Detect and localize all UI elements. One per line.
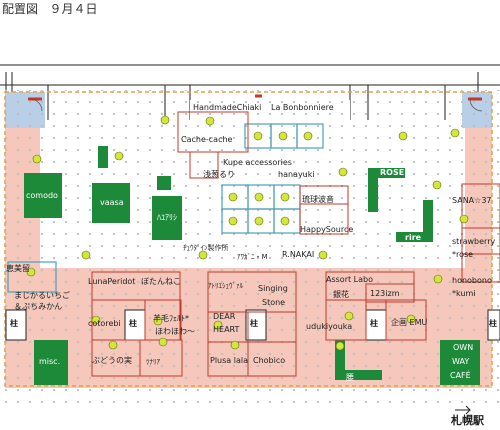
vendor-booths	[91, 111, 500, 377]
vendor-label: Kupe accessories	[223, 158, 292, 167]
vendor-label: DEAR	[213, 312, 236, 321]
station-label: 札幌駅	[451, 414, 484, 427]
vendor-label: Chobico	[253, 356, 286, 365]
vendor-label: Plusa lala	[210, 356, 248, 365]
vendor-label: ほわほわ〜	[155, 327, 195, 336]
booth-hyutte	[152, 196, 182, 240]
pillar-label: 柱	[489, 319, 497, 328]
pillar-label: 柱	[129, 319, 137, 328]
vendor-label: Cache-cache	[181, 135, 233, 144]
vendor-label: HandmadeChiaki	[193, 103, 262, 112]
vendor-label: 銀花	[333, 290, 349, 299]
vendor-label: ﾁｭｳﾀﾞｲﾝ製作所	[183, 244, 229, 252]
vendor-label: HEART	[213, 325, 240, 334]
booth-label-vaasa: vaasa	[100, 198, 124, 207]
vendor-label: R.NAKAI	[282, 250, 315, 259]
page-title: 配置図 ９月４日	[2, 2, 98, 16]
vendor-label: 浅葱るり	[203, 170, 235, 179]
arrow-to-station	[455, 405, 471, 415]
pillar-label: 柱	[250, 319, 258, 328]
booth-vaasa	[92, 183, 130, 223]
green-mark	[157, 176, 171, 190]
vendor-label: ぶどうの実	[92, 356, 132, 365]
booth-label-ownwaycafe: CAFÉ	[450, 371, 471, 380]
venue-border	[4, 91, 493, 387]
green-booths	[24, 146, 480, 385]
vendor-label: 企画 EMU	[391, 318, 428, 327]
pillar-label: 柱	[10, 319, 18, 328]
booth-rire	[396, 200, 433, 242]
vendor-label: HappySource	[300, 225, 354, 234]
booth-label-hyutte: ﾊﾕｱﾘｼ	[157, 213, 177, 222]
vendor-label: ｱﾜｶﾞﾆ・M	[237, 253, 268, 261]
booth-label-rire: rire	[405, 233, 422, 242]
vendor-label: ぼたんねこ	[141, 277, 181, 286]
pillar	[487, 309, 500, 341]
booth-rose	[368, 168, 405, 212]
vendor-label: hanayuki	[278, 170, 315, 179]
booth-koshikake	[335, 340, 382, 380]
yellow-dots	[26, 115, 469, 351]
booth-ownwaycafe	[440, 340, 480, 385]
dot-grid	[0, 90, 500, 410]
pillars	[5, 309, 500, 341]
vendor-label: Singing	[258, 284, 288, 293]
vendor-label: まじかるいちご	[14, 291, 70, 300]
pillar-label: 柱	[370, 319, 378, 328]
booth-label-ownwaycafe: OWN	[453, 343, 474, 352]
vendor-label: udukiyouka	[306, 322, 353, 331]
vendor-label: ｱﾄﾘｴｼｪｳﾞｧﾙ	[208, 282, 243, 290]
vendor-label: La Bonbonniere	[271, 103, 334, 112]
vendor-label: SANA☆37	[452, 196, 492, 205]
door-arc-right	[469, 98, 483, 112]
vendor-label: 腰	[346, 373, 354, 382]
vendor-label: 羊毛ﾌｪﾙﾄ*	[153, 314, 189, 323]
vendor-label: 123izm	[370, 289, 400, 298]
booth-label-misc: misc.	[39, 357, 61, 366]
vendor-label: 恵美留	[6, 264, 30, 273]
vendor-label: 琉球波音	[302, 195, 334, 204]
green-mark	[98, 146, 108, 168]
vendor-label: honobono	[452, 276, 492, 285]
booth-misc	[34, 340, 68, 385]
vendor-label: Assort Labo	[326, 275, 374, 284]
vendor-label: ＆ぷちみかん	[14, 302, 63, 311]
vendor-label: cotorebi	[88, 319, 121, 328]
booth-comodo	[24, 173, 62, 218]
vendor-label: *rose	[452, 250, 474, 259]
teal-booths	[7, 123, 324, 293]
vendor-label: ﾂﾅﾘｱ	[146, 358, 160, 366]
pillar	[245, 309, 267, 341]
pillar	[5, 309, 27, 341]
booth-label-rose: ROSE	[380, 168, 405, 177]
vendor-label: Stone	[262, 298, 286, 307]
vendor-label: *kumi	[452, 289, 476, 298]
vendor-label: strawberry	[452, 237, 496, 246]
vendor-label: LunaPeridot	[88, 277, 136, 286]
door-arc-left	[29, 98, 43, 112]
booth-label-comodo: comodo	[26, 191, 58, 200]
booth-label-ownwaycafe: WAY	[452, 357, 470, 366]
